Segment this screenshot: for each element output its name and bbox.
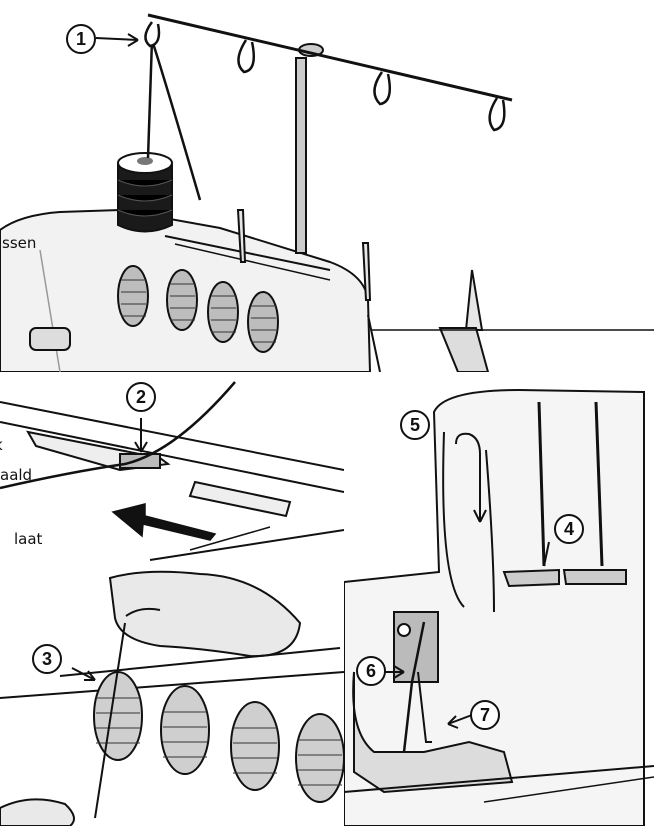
tension-dials-illustration <box>0 570 344 826</box>
thread-stand-illustration <box>0 13 654 372</box>
needle-area-illustration <box>344 388 654 826</box>
callout-2: 2 <box>126 382 156 412</box>
panel-needle-area: 5 4 6 7 <box>344 372 654 826</box>
callout-4: 4 <box>554 514 584 544</box>
cropped-label-top-left: ssen <box>2 234 37 252</box>
cropped-label-mid-left-1: k <box>0 436 3 454</box>
tension-dials <box>117 265 279 353</box>
callout-5: 5 <box>400 410 430 440</box>
panel-thread-stand: 1 ssen <box>0 0 654 372</box>
panel-tension-dials: 3 <box>0 568 344 826</box>
callout-3: 3 <box>32 644 62 674</box>
thread-guide-illustration <box>0 381 344 561</box>
callout-6: 6 <box>356 656 386 686</box>
cropped-label-mid-left-2: aald <box>0 466 33 484</box>
tension-dials-closeup <box>93 671 344 803</box>
thread-guide-eyelets <box>144 21 506 132</box>
cropped-label-mid-left-3: laat <box>14 530 43 548</box>
panel-thread-guide: 2 k aald laat <box>0 372 344 568</box>
callout-1: 1 <box>66 24 96 54</box>
callout-7: 7 <box>470 700 500 730</box>
